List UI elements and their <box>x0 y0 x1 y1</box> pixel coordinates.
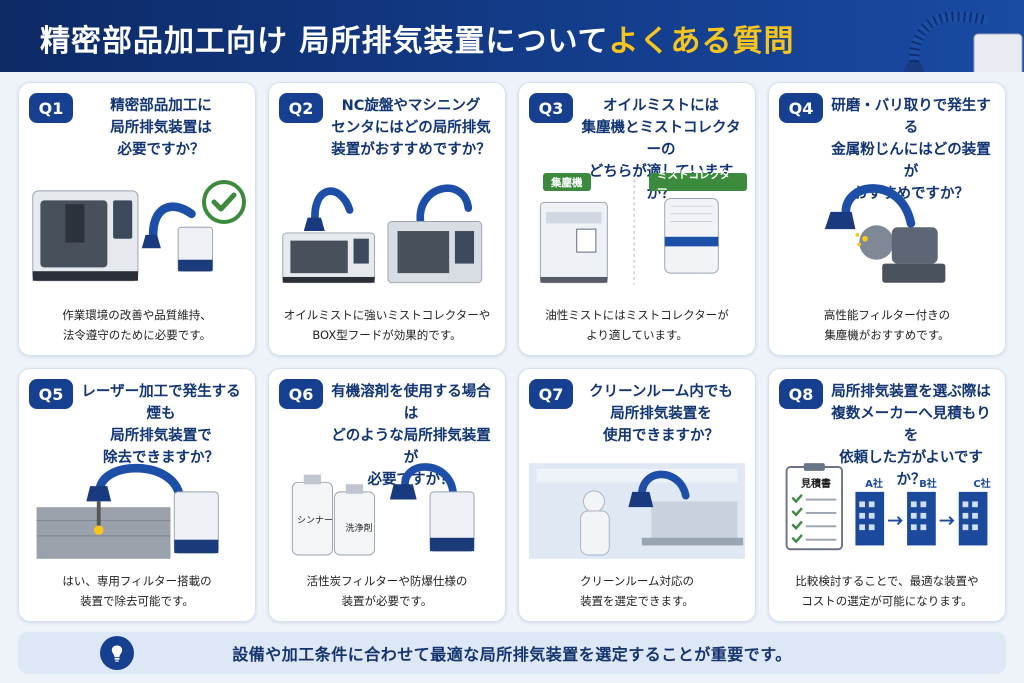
faq-grid: Q1 精密部品加工に 局所排気装置は 必要ですか？ 作業環境の改善や品質維持、 … <box>18 82 1006 622</box>
label-thinner: シンナー <box>296 516 333 526</box>
q-badge: Q6 <box>279 379 323 409</box>
tag-mist-collector: ミストコレクター <box>649 169 747 196</box>
footer-text: 設備や加工条件に合わせて最適な局所排気装置を選定することが重要です。 <box>232 645 792 664</box>
lightbulb-icon <box>100 636 134 670</box>
company-c-label: C社 <box>973 479 991 490</box>
answer-text: クリーンルーム対応の 装置を選定できます。 <box>579 574 695 608</box>
answer-text: オイルミストに強いミストコレクターや BOX型フードが効果的です。 <box>283 308 491 342</box>
cnc-machine-illustration <box>27 173 247 291</box>
question-text: レーザー加工で発生する煙も 局所排気装置で 除去できますか？ <box>81 384 241 466</box>
faq-card-q7: Q7 クリーンルーム内でも 局所排気装置を 使用できますか？ クリーンルーム対応… <box>518 368 756 622</box>
question-text: 研磨・バリ取りで発生する 金属粉じんにはどの装置が おすすめですか？ <box>831 98 991 202</box>
arrow-right-icon <box>887 516 903 526</box>
solvent-illustration: シンナー 洗浄剤 <box>277 461 497 561</box>
answer-text: 作業環境の改善や品質維持、 法令遵守のために必要です。 <box>62 308 212 342</box>
cleanroom-illustration <box>527 461 747 561</box>
faq-card-q6: Q6 有機溶剤を使用する場合は どのような局所排気装置が 必要ですか？ シンナー… <box>268 368 506 622</box>
question-text: 精密部品加工に 局所排気装置は 必要ですか？ <box>110 98 212 158</box>
faq-card-q5: Q5 レーザー加工で発生する煙も 局所排気装置で 除去できますか？ はい、専用フ… <box>18 368 256 622</box>
q-badge: Q2 <box>279 93 323 123</box>
doc-label: 見積書 <box>801 479 831 490</box>
laser-cutting-illustration <box>27 461 247 561</box>
q-badge: Q4 <box>779 93 823 123</box>
faq-card-q1: Q1 精密部品加工に 局所排気装置は 必要ですか？ 作業環境の改善や品質維持、 … <box>18 82 256 356</box>
faq-card-q3: Q3 オイルミストには 集塵機とミストコレクターの どちらが適していますか？ 集… <box>518 82 756 356</box>
q-badge: Q1 <box>29 93 73 123</box>
q-badge: Q5 <box>29 379 73 409</box>
header-extractor-illustration <box>874 0 1024 72</box>
lathe-machining-illustration <box>277 173 497 291</box>
answer-text: 活性炭フィルターや防爆仕様の 装置が必要です。 <box>306 574 468 608</box>
answer-text: 高性能フィルター付きの 集塵機がおすすめです。 <box>823 308 951 342</box>
company-b-label: B社 <box>919 479 937 490</box>
question-text: NC旋盤やマシニング センタにはどの局所排気 装置がおすすめですか？ <box>331 98 491 158</box>
faq-card-q2: Q2 NC旋盤やマシニング センタにはどの局所排気 装置がおすすめですか？ オイ… <box>268 82 506 356</box>
comparison-illustration: 集塵機 ミストコレクター <box>527 169 747 291</box>
question-text: 局所排気装置を選ぶ際は 複数メーカーへ見積もりを 依頼した方がよいですか？ <box>831 384 991 488</box>
header-banner: 精密部品加工向け 局所排気装置についてよくある質問 <box>0 0 1024 72</box>
checklist <box>791 493 837 544</box>
faq-card-q4: Q4 研磨・バリ取りで発生する 金属粉じんにはどの装置が おすすめですか？ 高性… <box>768 82 1006 356</box>
quotation-comparison-illustration: 見積書 A社 B社 C社 <box>777 461 997 561</box>
q-badge: Q3 <box>529 93 573 123</box>
title-accent: よくある質問 <box>608 24 795 59</box>
question-text: 有機溶剤を使用する場合は どのような局所排気装置が 必要ですか？ <box>331 384 491 488</box>
answer-text: 比較検討することで、最適な装置や コストの選定が可能になります。 <box>795 574 979 608</box>
grinder-illustration <box>777 173 997 291</box>
page-title: 精密部品加工向け 局所排気装置についてよくある質問 <box>40 16 795 60</box>
answer-text: はい、専用フィルター搭載の 装置で除去可能です。 <box>62 574 212 608</box>
check-icon <box>201 179 247 225</box>
company-a-label: A社 <box>865 479 883 490</box>
title-main: 精密部品加工向け 局所排気装置について <box>40 24 609 59</box>
question-text: クリーンルーム内でも 局所排気装置を 使用できますか？ <box>589 384 733 444</box>
q-badge: Q7 <box>529 379 573 409</box>
faq-card-q8: Q8 局所排気装置を選ぶ際は 複数メーカーへ見積もりを 依頼した方がよいですか？ <box>768 368 1006 622</box>
tag-dust-collector: 集塵機 <box>543 173 591 191</box>
arrow-right-icon <box>939 516 955 526</box>
label-cleaner: 洗浄剤 <box>345 524 373 534</box>
answer-text: 油性ミストにはミストコレクターが より適しています。 <box>545 308 729 342</box>
q-badge: Q8 <box>779 379 823 409</box>
footer-banner: 設備や加工条件に合わせて最適な局所排気装置を選定することが重要です。 <box>18 632 1006 674</box>
